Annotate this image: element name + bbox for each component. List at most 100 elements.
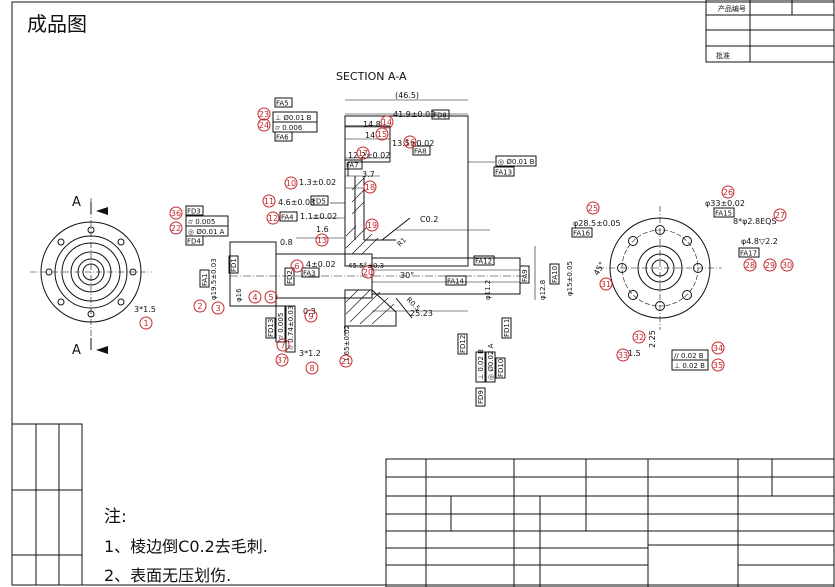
gdt-5: ◎ Ø0.01 B <box>498 158 535 166</box>
balloon-label-26: 26 <box>723 188 733 197</box>
dim-3x1-5: 3*1.5 <box>134 305 156 314</box>
dim-3-7: 3.7 <box>362 170 375 179</box>
dim-28-5: φ28.5±0.05 <box>573 219 621 228</box>
balloon-28: 28 <box>743 258 757 272</box>
balloon-9: 9 <box>304 309 318 323</box>
balloon-32: 32 <box>632 330 646 344</box>
balloon-10: 10 <box>284 176 298 190</box>
tag-fa5: FA5 <box>276 100 289 108</box>
tb-label-2: 批准 <box>716 51 730 60</box>
tag-fd5: FD5 <box>312 198 326 206</box>
balloon-label-4: 4 <box>252 293 257 302</box>
balloon-label-21: 21 <box>341 357 351 366</box>
balloon-33: 33 <box>616 348 630 362</box>
balloon-2: 2 <box>193 299 207 313</box>
balloon-label-17: 17 <box>358 149 368 158</box>
left-revision-block <box>11 423 83 586</box>
gdt-3: ⌭ 0.005 <box>188 218 215 226</box>
balloon-label-11: 11 <box>264 197 274 206</box>
bottom-title-block <box>385 458 835 587</box>
note-item-1: 1、棱边倒C0.2去毛刺. <box>104 537 268 556</box>
balloon-11: 11 <box>262 194 276 208</box>
balloon-37: 37 <box>275 353 289 367</box>
balloon-label-15: 15 <box>377 130 387 139</box>
gdt-2: ⌭ 0.006 <box>275 124 303 132</box>
dim-overall: (46.5) <box>395 91 419 100</box>
tag-fa12: FA12 <box>475 258 492 266</box>
dim-1-6: 1.6 <box>316 225 329 234</box>
left-end-view <box>30 198 152 354</box>
balloon-30: 30 <box>780 258 794 272</box>
dim-14: 14 <box>365 131 375 140</box>
dim-2-25: 2.25 <box>648 330 657 348</box>
tag-fd10: FD10 <box>497 359 505 377</box>
dim-1-1: 1.1±0.02 <box>300 212 337 221</box>
gdt-10: // 0.02 B <box>674 352 704 360</box>
balloon-label-19: 19 <box>367 221 377 230</box>
balloon-label-24: 24 <box>259 121 269 130</box>
balloon-3: 3 <box>211 301 225 315</box>
dim-15: φ15±0.05 <box>566 261 574 296</box>
dimension-lines <box>296 99 536 312</box>
balloon-label-23: 23 <box>259 110 269 119</box>
dim-c02: C0.2 <box>420 215 438 224</box>
tag-fd1: FD1 <box>230 258 238 272</box>
balloon-4: 4 <box>248 290 262 304</box>
tag-fa3: FA3 <box>303 270 316 278</box>
balloon-13: 13 <box>315 233 329 247</box>
balloon-label-34: 34 <box>713 344 723 353</box>
dim-12-2: 12.2±0.02 <box>348 151 390 160</box>
tag-fa8: FA8 <box>414 148 427 156</box>
tag-fd4: FD4 <box>187 238 201 246</box>
dim-14-8: 14.8 <box>363 120 381 129</box>
balloon-18: 18 <box>363 180 377 194</box>
dim-1-5: 1.5 <box>628 349 641 358</box>
balloon-35: 35 <box>711 358 725 372</box>
gdt-7: ⌭ 0.74±0.03 <box>287 306 295 350</box>
section-title: SECTION A-A <box>336 70 407 83</box>
gdt-9: ◎ Ø0.02 A <box>487 343 495 380</box>
balloon-36: 36 <box>169 206 183 220</box>
tag-fa9: FA9 <box>521 269 529 282</box>
balloon-31: 31 <box>599 277 613 291</box>
balloon-22: 22 <box>169 221 183 235</box>
balloon-16: 16 <box>403 135 417 149</box>
tag-fd11: FD11 <box>503 319 511 337</box>
balloon-20: 20 <box>361 265 375 279</box>
balloon-19: 19 <box>365 218 379 232</box>
gdt-4: ◎ Ø0.01 A <box>188 228 225 236</box>
balloon-25: 25 <box>586 201 600 215</box>
gdt-frames: ⊥ Ø0.01 B ⌭ 0.006 ⌭ 0.005 ◎ Ø0.01 A ◎ Ø0… <box>185 111 709 383</box>
balloon-label-37: 37 <box>277 356 287 365</box>
balloon-label-9: 9 <box>308 312 313 321</box>
right-end-view <box>598 206 722 330</box>
dim-33: φ33±0.02 <box>705 199 745 208</box>
balloon-label-3: 3 <box>215 304 220 313</box>
dim-r1: R1 <box>396 236 408 248</box>
dim-8x2-8: 8*φ2.8EQS <box>733 217 777 226</box>
dim-4-8: φ4.8▽2.2 <box>741 237 778 246</box>
balloon-label-30: 30 <box>782 261 792 270</box>
tb-label-1: 产品编号 <box>718 4 746 13</box>
tag-fd3: FD3 <box>187 208 201 216</box>
dim-0-8: 0.8 <box>280 238 293 247</box>
balloon-label-16: 16 <box>405 138 415 147</box>
sheet-border <box>11 1 835 586</box>
dim-1-3: 1.3±0.02 <box>299 178 336 187</box>
tag-fa6: FA6 <box>276 134 289 142</box>
balloon-26: 26 <box>721 185 735 199</box>
dim-11-2: φ11.2 <box>484 280 492 300</box>
balloon-label-5: 5 <box>268 293 273 302</box>
view-mark-top: A <box>72 195 81 210</box>
balloon-34: 34 <box>711 341 725 355</box>
gdt-6: ⌭ 0.005 <box>277 313 285 340</box>
dim-25-23: 25.23 <box>410 309 433 318</box>
dim-30: 30° <box>400 271 414 280</box>
feature-tags: FA5 FA6 FA8 FD8 FA7 FA13 FD5 FA4 FD3 FD4… <box>185 97 760 407</box>
tag-fa16: FA16 <box>573 230 591 238</box>
title-block-labels: 产品编号 批准 <box>716 4 746 60</box>
balloon-label-14: 14 <box>382 118 392 127</box>
dim-19-5: φ19.5±0.03 <box>210 258 218 300</box>
